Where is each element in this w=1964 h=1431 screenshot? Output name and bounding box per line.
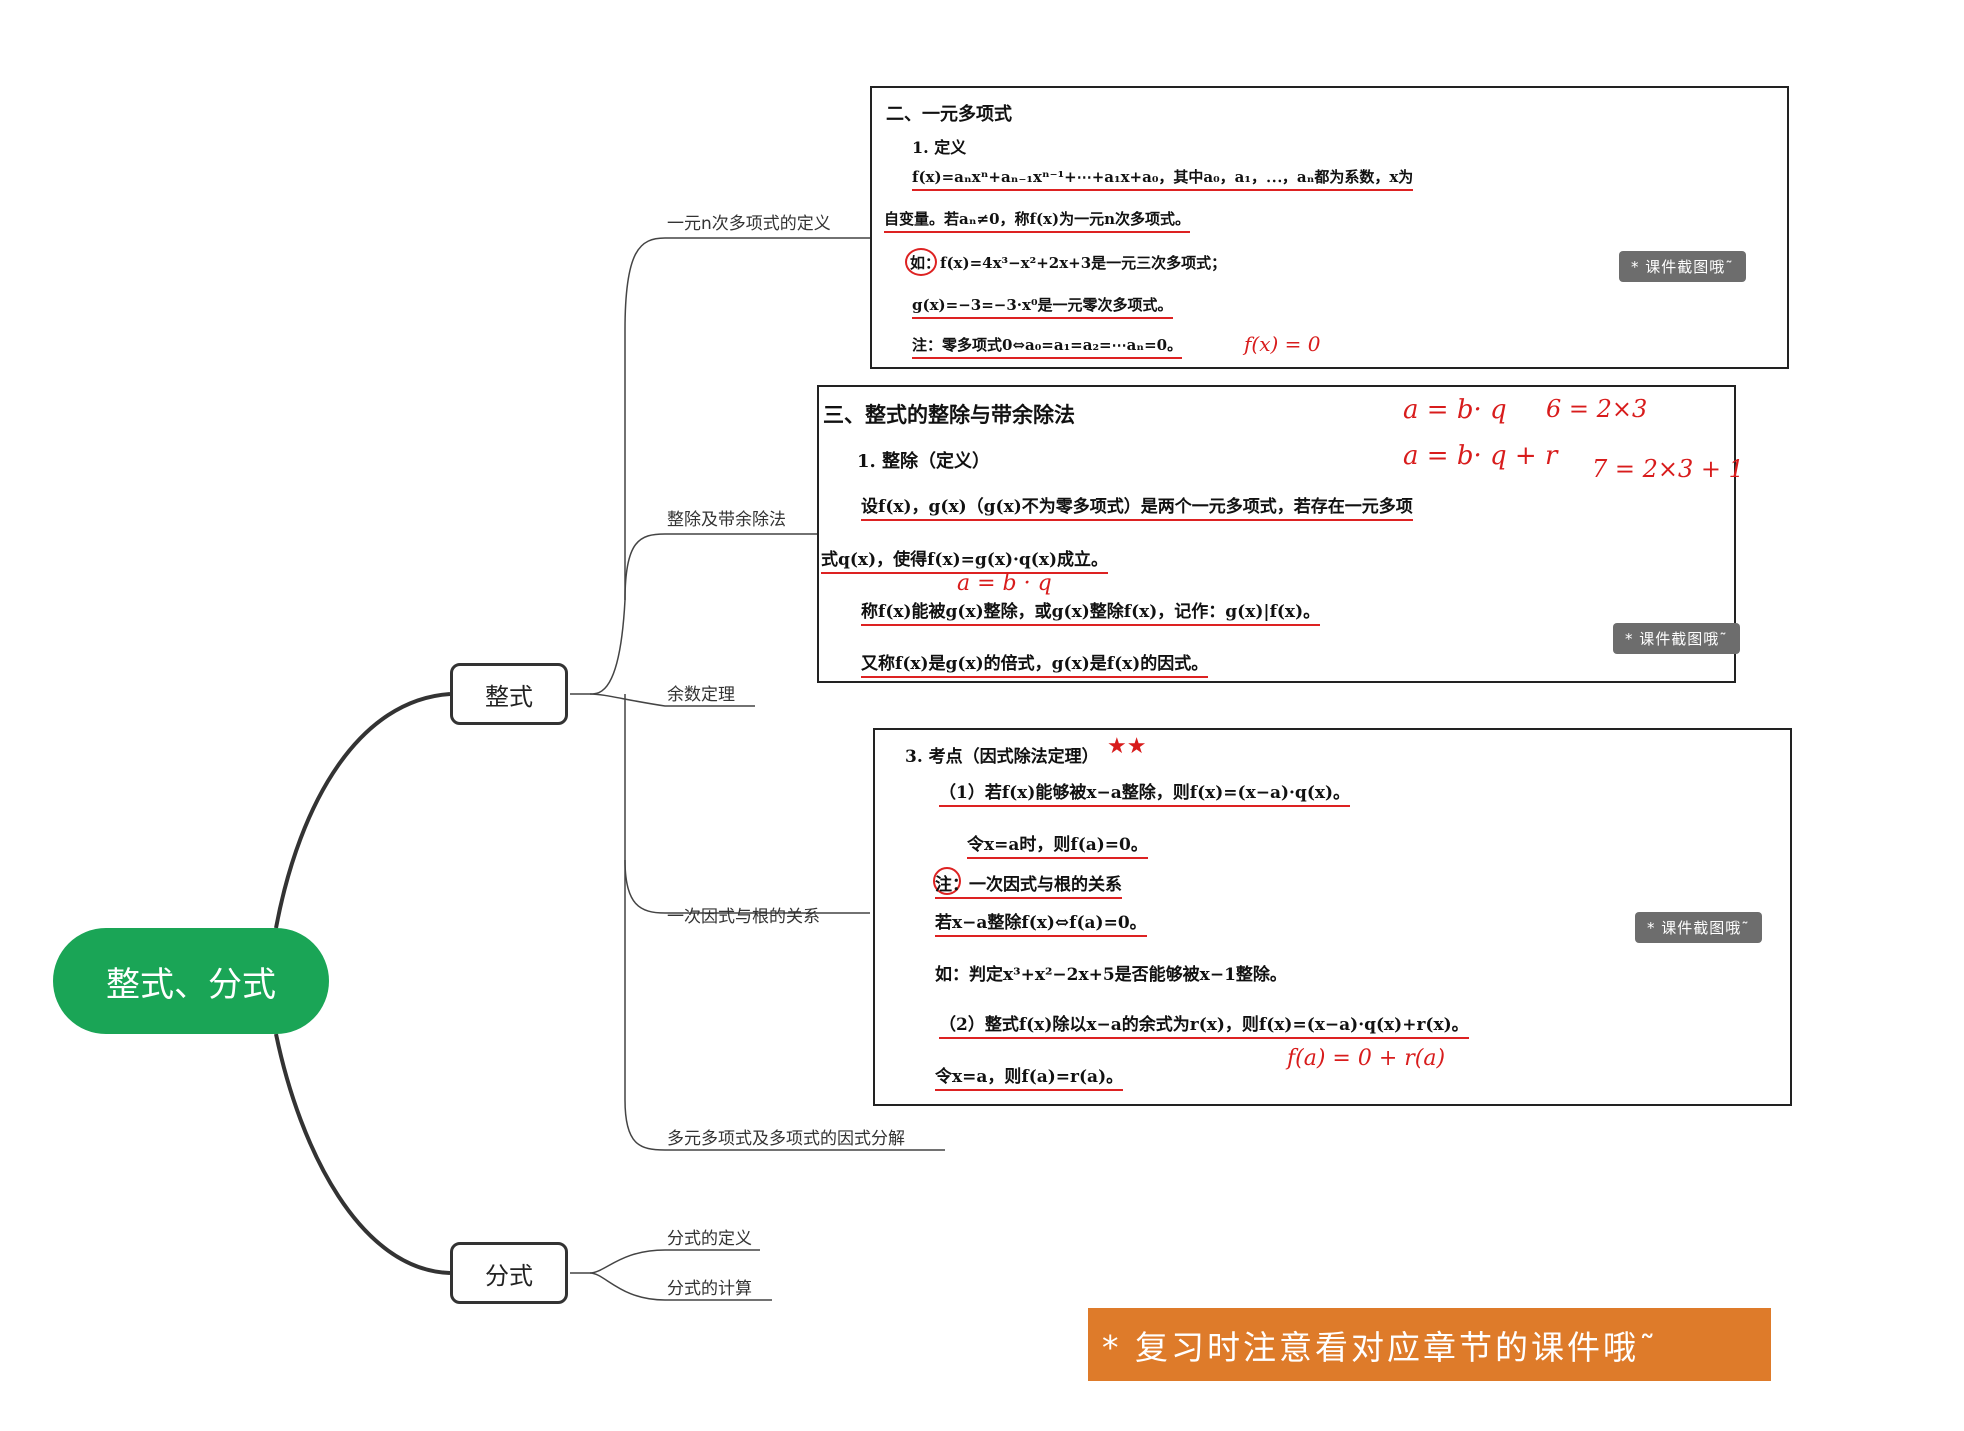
- red-circle-mark: [905, 248, 937, 276]
- shot1-line5: 注：零多项式0⇔a₀=a₁=a₂=⋯aₙ=0。: [912, 334, 1183, 359]
- leaf-fraction-definition[interactable]: 分式的定义: [667, 1229, 752, 1249]
- shot1-line3: 如：f(x)=4x³−x²+2x+3是一元三次多项式；: [910, 254, 1227, 272]
- leaf-factor-root[interactable]: 一次因式与根的关系: [667, 907, 820, 927]
- shot2-line2: 式q(x)，使得f(x)=g(x)·q(x)成立。: [821, 545, 1109, 574]
- shot1-line2: 自变量。若aₙ≠0，称f(x)为一元n次多项式。: [884, 208, 1191, 233]
- shot2-heading: 三、整式的整除与带余除法: [823, 402, 1075, 427]
- review-reminder-text: * 复习时注意看对应章节的课件哦˜: [1102, 1327, 1659, 1367]
- screenshot-tag: * 课件截图哦˜: [1635, 912, 1762, 943]
- shot2-hand-3: a = b· q + r: [1403, 441, 1558, 471]
- screenshot-tag: * 课件截图哦˜: [1619, 251, 1746, 282]
- shot3-line7: 令x=a，则f(a)=r(a)。: [935, 1062, 1124, 1091]
- shot2-hand-4: 7 = 2×3 + 1: [1592, 455, 1744, 483]
- branch-fenshi-label: 分式: [485, 1261, 533, 1290]
- shot1-heading: 二、一元多项式: [886, 104, 1012, 125]
- shot2-line4: 又称f(x)是g(x)的倍式，g(x)是f(x)的因式。: [861, 649, 1209, 678]
- shot3-stars: ★★: [1107, 734, 1147, 759]
- shot3-line6: （2）整式f(x)除以x−a的余式为r(x)，则f(x)=(x−a)·q(x)+…: [939, 1010, 1469, 1039]
- shot3-line5: 如：判定x³+x²−2x+5是否能够被x−1整除。: [935, 965, 1287, 985]
- root-label: 整式、分式: [106, 964, 276, 1005]
- shot1-line1: f(x)=aₙxⁿ+aₙ₋₁xⁿ⁻¹+⋯+a₁x+a₀，其中a₀，a₁，⋯，aₙ…: [912, 166, 1414, 191]
- branch-zhengshi[interactable]: 整式: [450, 663, 568, 725]
- shot3-line3: 注：一次因式与根的关系: [935, 870, 1122, 899]
- leaf-fraction-calculation[interactable]: 分式的计算: [667, 1279, 752, 1299]
- leaf-multivariate[interactable]: 多元多项式及多项式的因式分解: [667, 1129, 905, 1149]
- shot2-line3: 称f(x)能被g(x)整除，或g(x)整除f(x)，记作：g(x)|f(x)。: [861, 597, 1321, 626]
- leaf-division[interactable]: 整除及带余除法: [667, 510, 786, 530]
- review-reminder-note: * 复习时注意看对应章节的课件哦˜: [1088, 1308, 1771, 1381]
- shot2-line1: 设f(x)，g(x)（g(x)不为零多项式）是两个一元多项式，若存在一元多项: [861, 492, 1413, 521]
- shot3-handwriting: f(a) = 0 + r(a): [1287, 1046, 1446, 1071]
- root-node[interactable]: 整式、分式: [53, 928, 329, 1034]
- shot1-handwriting: f(x) = 0: [1244, 332, 1321, 356]
- shot1-line4: g(x)=−3=−3·x⁰是一元零次多项式。: [912, 294, 1173, 319]
- leaf-definition[interactable]: 一元n次多项式的定义: [667, 214, 831, 234]
- shot1-sub: 1. 定义: [912, 138, 967, 157]
- shot2-sub: 1. 整除（定义）: [857, 451, 991, 472]
- screenshot-polynomial-definition: 二、一元多项式 1. 定义 f(x)=aₙxⁿ+aₙ₋₁xⁿ⁻¹+⋯+a₁x+a…: [870, 86, 1789, 369]
- shot2-hand-5: a = b · q: [957, 571, 1052, 596]
- shot3-line2: 令x=a时，则f(a)=0。: [967, 830, 1148, 859]
- branch-zhengshi-label: 整式: [485, 682, 533, 711]
- screenshot-factor-theorem: 3. 考点（因式除法定理） ★★ （1）若f(x)能够被x−a整除，则f(x)=…: [873, 728, 1792, 1106]
- screenshot-tag: * 课件截图哦˜: [1613, 623, 1740, 654]
- shot3-line1: （1）若f(x)能够被x−a整除，则f(x)=(x−a)·q(x)。: [939, 778, 1351, 807]
- leaf-remainder-theorem[interactable]: 余数定理: [667, 685, 735, 705]
- branch-fenshi[interactable]: 分式: [450, 1242, 568, 1304]
- shot2-hand-1: a = b· q: [1403, 395, 1507, 425]
- shot3-line4: 若x−a整除f(x)⇔f(a)=0。: [935, 908, 1147, 937]
- shot2-hand-2: 6 = 2×3: [1546, 395, 1648, 423]
- screenshot-division: 三、整式的整除与带余除法 1. 整除（定义） 设f(x)，g(x)（g(x)不为…: [817, 385, 1744, 683]
- red-circle-mark: [933, 867, 961, 895]
- shot3-heading: 3. 考点（因式除法定理）: [905, 747, 1099, 767]
